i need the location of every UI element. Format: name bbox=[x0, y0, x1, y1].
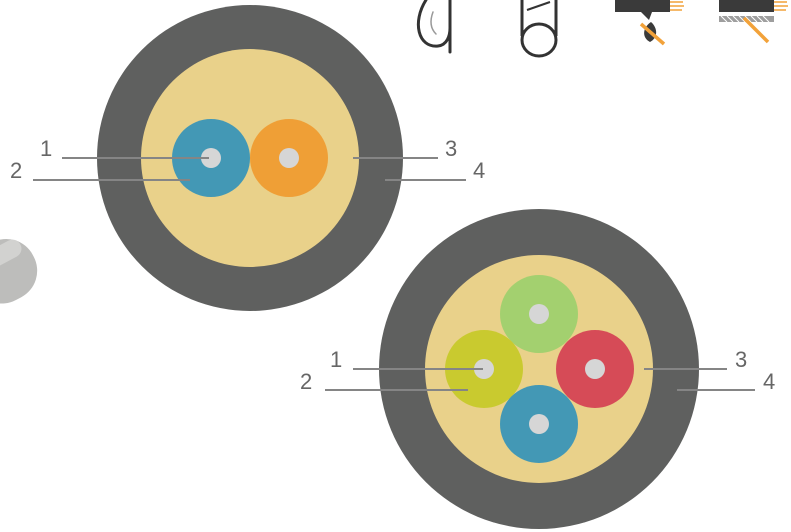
fiber-core bbox=[279, 148, 299, 168]
label-2: 2 bbox=[300, 369, 312, 394]
label-1: 1 bbox=[330, 347, 342, 372]
fiber-core bbox=[529, 414, 549, 434]
label-3: 3 bbox=[445, 136, 457, 161]
flame-retardant-icon bbox=[615, 0, 684, 46]
bend-radius-icon bbox=[416, 0, 452, 54]
label-3: 3 bbox=[735, 347, 747, 372]
aramid-filler bbox=[425, 255, 653, 483]
label-2: 2 bbox=[10, 158, 22, 183]
crush-resistance-icon bbox=[520, 0, 558, 58]
two-fiber-cable-cross-section: 1 2 3 4 bbox=[10, 5, 485, 311]
fiber-core bbox=[585, 359, 605, 379]
label-4: 4 bbox=[473, 158, 485, 183]
halogen-free-icon bbox=[719, 0, 788, 44]
fiber-core bbox=[529, 304, 549, 324]
four-fiber-cable-cross-section: 1 2 3 4 bbox=[300, 209, 775, 529]
label-4: 4 bbox=[763, 369, 775, 394]
label-1: 1 bbox=[40, 136, 52, 161]
cable-end-icon bbox=[0, 238, 38, 304]
fiber-core bbox=[474, 359, 494, 379]
fiber-core bbox=[201, 148, 221, 168]
